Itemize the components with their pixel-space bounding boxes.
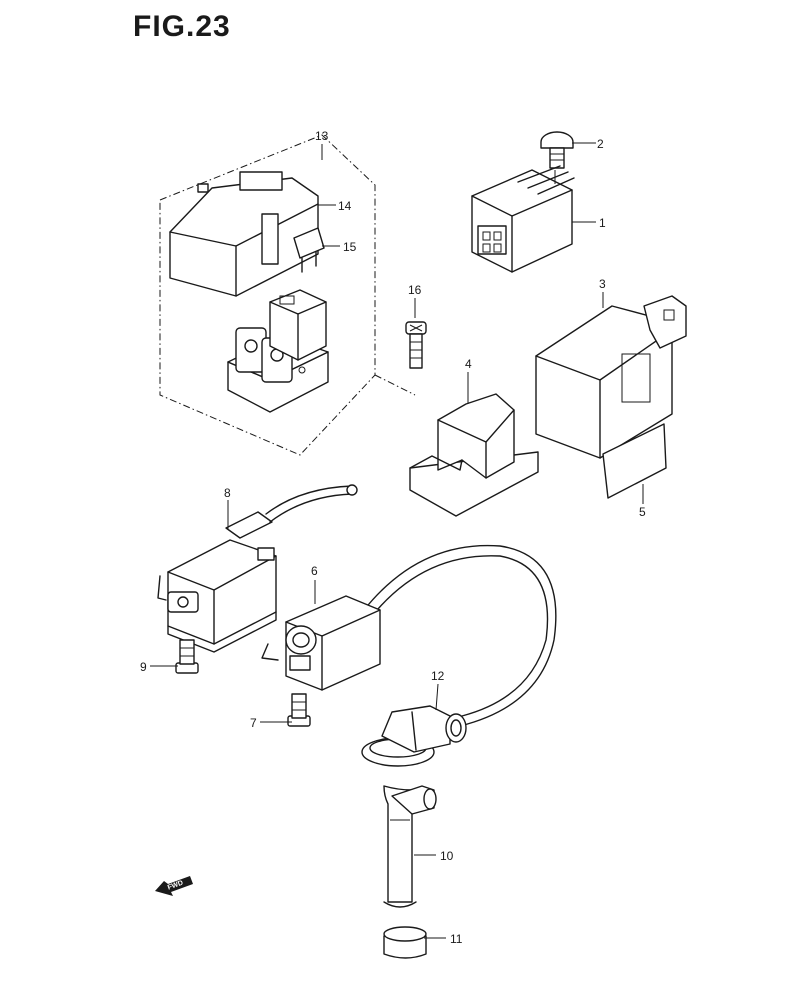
screw-2 [540,131,574,169]
callout-15: 15 [343,240,357,254]
callout-3: 3 [599,277,606,291]
cdi-unit [535,295,687,459]
relay-cover [169,171,319,297]
spark-plug-cap [361,705,467,767]
end-cap [383,926,427,959]
bolt-7 [287,693,311,727]
callout-14: 14 [338,199,352,213]
regulator-rectifier [471,165,575,273]
callout-4: 4 [465,357,472,371]
callout-7: 7 [250,716,257,730]
callout-16: 16 [408,283,422,297]
callout-9: 9 [140,660,147,674]
cdi-bracket [409,393,539,517]
callout-2: 2 [597,137,604,151]
starter-relay-assembly [159,134,416,456]
callout-11: 11 [450,932,463,946]
callout-12: 12 [431,669,445,683]
bolt-9 [175,639,199,674]
relay-body [227,289,329,413]
fwd-arrow-icon: FWD [155,876,193,896]
bolt-16 [405,321,427,369]
callout-6: 6 [311,564,318,578]
callout-5: 5 [639,505,646,519]
figure-title: FIG.23 [133,10,231,43]
ignition-coil-8 [157,484,358,653]
callout-8: 8 [224,486,231,500]
ignition-coil-6 [261,544,557,727]
callout-10: 10 [440,849,454,863]
callout-labels: 1 2 3 4 5 6 7 8 9 10 11 12 13 14 15 16 [140,129,646,946]
callout-13: 13 [315,129,329,143]
cushion-pad [602,423,667,499]
fuse [293,227,325,273]
leader-lines [150,142,644,939]
callout-1: 1 [599,216,606,230]
plug-boot [383,785,437,908]
